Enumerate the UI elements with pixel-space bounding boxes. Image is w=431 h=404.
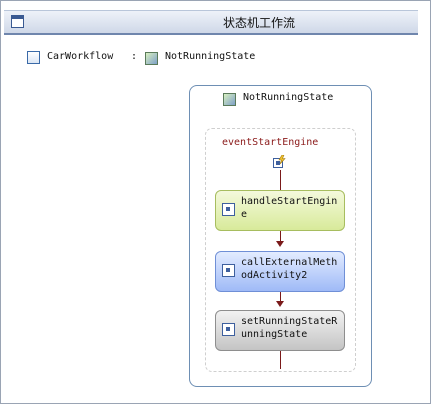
title-bar: 状态机工作流 bbox=[4, 10, 418, 35]
activity-label: setRunningStateRunningState bbox=[241, 316, 338, 340]
connector-arrow bbox=[276, 301, 284, 307]
state-icon bbox=[145, 52, 158, 65]
activity-icon bbox=[222, 264, 235, 277]
state-title: NotRunningState bbox=[243, 92, 334, 103]
connector-line bbox=[280, 170, 281, 190]
breadcrumb-state[interactable]: NotRunningState bbox=[165, 51, 256, 62]
event-driven-icon bbox=[273, 155, 286, 168]
activity-label: handleStartEngine bbox=[241, 196, 338, 220]
breadcrumb-separator: : bbox=[131, 51, 138, 62]
activity-set-running-state[interactable]: setRunningStateRunningState bbox=[215, 310, 345, 351]
connector-line bbox=[280, 292, 281, 301]
window-icon bbox=[11, 15, 24, 28]
workflow-icon bbox=[27, 51, 40, 64]
activity-label: callExternalMethodActivity2 bbox=[241, 257, 338, 281]
page-title: 状态机工作流 bbox=[222, 16, 295, 30]
event-label[interactable]: eventStartEngine bbox=[222, 137, 319, 148]
activity-call-external-method[interactable]: callExternalMethodActivity2 bbox=[215, 251, 345, 292]
connector-line bbox=[280, 231, 281, 241]
activity-icon bbox=[222, 323, 235, 336]
breadcrumb-workflow[interactable]: CarWorkflow bbox=[47, 51, 114, 62]
connector-line bbox=[280, 351, 281, 369]
activity-handle-start-engine[interactable]: handleStartEngine bbox=[215, 190, 345, 231]
state-title-icon bbox=[223, 93, 236, 106]
activity-icon bbox=[222, 203, 235, 216]
connector-arrow bbox=[276, 241, 284, 247]
event-driven-sequence bbox=[205, 128, 356, 372]
